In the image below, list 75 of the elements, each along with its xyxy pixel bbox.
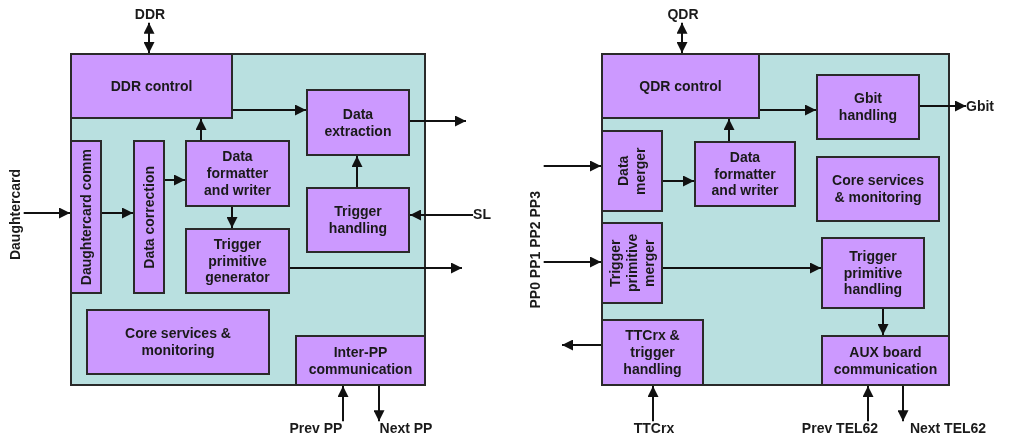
module-box (306, 89, 410, 156)
module-box (821, 335, 950, 386)
module-label: Data merger (615, 146, 649, 197)
arrow (409, 209, 475, 221)
arrow (877, 308, 889, 336)
module-label: Data correction (140, 165, 158, 269)
module-box (816, 74, 920, 140)
signal-label: Gbit (966, 99, 994, 115)
signal-label: DDR (134, 7, 166, 23)
module-box (601, 222, 663, 304)
signal-label: Next TEL62 (909, 421, 987, 437)
module-label: Data extraction (323, 105, 393, 140)
module-box (601, 130, 663, 212)
arrow (662, 262, 822, 274)
arrow (164, 174, 186, 186)
arrow (723, 118, 735, 142)
module-label: Daughtercard comm (77, 148, 95, 286)
module-label: Gbit handling (838, 90, 898, 124)
arrow (897, 385, 909, 423)
module-label: Inter-PP communication (307, 343, 414, 378)
signal-label: PP0 PP1 PP2 PP3 (528, 191, 544, 309)
module-box (295, 335, 426, 386)
module-label: TTCrx & trigger handling (622, 327, 683, 378)
module-label: Core services & monitoring (124, 325, 232, 359)
arrow (647, 385, 659, 423)
module-label: Data formatter and writer (203, 148, 272, 199)
arrow (373, 385, 385, 423)
signal-label: TTCrx (633, 421, 675, 437)
arrow (919, 100, 967, 112)
module-box (694, 141, 796, 207)
arrow (662, 175, 695, 187)
arrow (351, 155, 363, 188)
module-label: Trigger primitive merger (606, 232, 658, 295)
arrow (232, 104, 307, 116)
arrow (862, 385, 874, 423)
arrow (289, 262, 463, 274)
module-box (185, 140, 290, 207)
module-box (601, 319, 704, 386)
module-label: DDR control (110, 77, 193, 95)
arrow (561, 339, 602, 351)
module-box (816, 156, 940, 222)
module-label: QDR control (639, 77, 722, 95)
module-label: Trigger handling (327, 203, 389, 237)
module-box (821, 237, 925, 309)
arrow (195, 118, 207, 141)
module-box (306, 187, 410, 253)
arrow (22, 207, 71, 219)
arrow (542, 256, 602, 268)
module-label: AUX board communication (832, 343, 939, 378)
arrow (337, 385, 349, 423)
signal-label: QDR (667, 7, 699, 23)
signal-label: SL (473, 207, 491, 223)
module-box (185, 228, 290, 294)
module-label: Data formatter and writer (710, 148, 780, 200)
arrow (101, 207, 134, 219)
signal-label: Prev PP (289, 421, 343, 437)
module-box (133, 140, 165, 294)
board-panel (70, 53, 426, 386)
signal-label: Prev TEL62 (801, 421, 879, 437)
arrow (409, 115, 467, 127)
module-label: Trigger primitive generator (204, 235, 271, 287)
signal-label: Next PP (379, 421, 433, 437)
module-box (86, 309, 270, 375)
signal-label: Daughtercard (8, 169, 24, 261)
module-label: Core services & monitoring (831, 172, 925, 206)
board-panel (601, 53, 950, 386)
module-box (70, 140, 102, 294)
arrow (226, 206, 238, 229)
arrow (143, 21, 155, 54)
module-label: Trigger primitive handling (842, 247, 904, 299)
module-box (70, 53, 233, 119)
arrow (676, 21, 688, 54)
module-box (601, 53, 760, 119)
arrow (542, 160, 602, 172)
arrow (759, 104, 817, 116)
